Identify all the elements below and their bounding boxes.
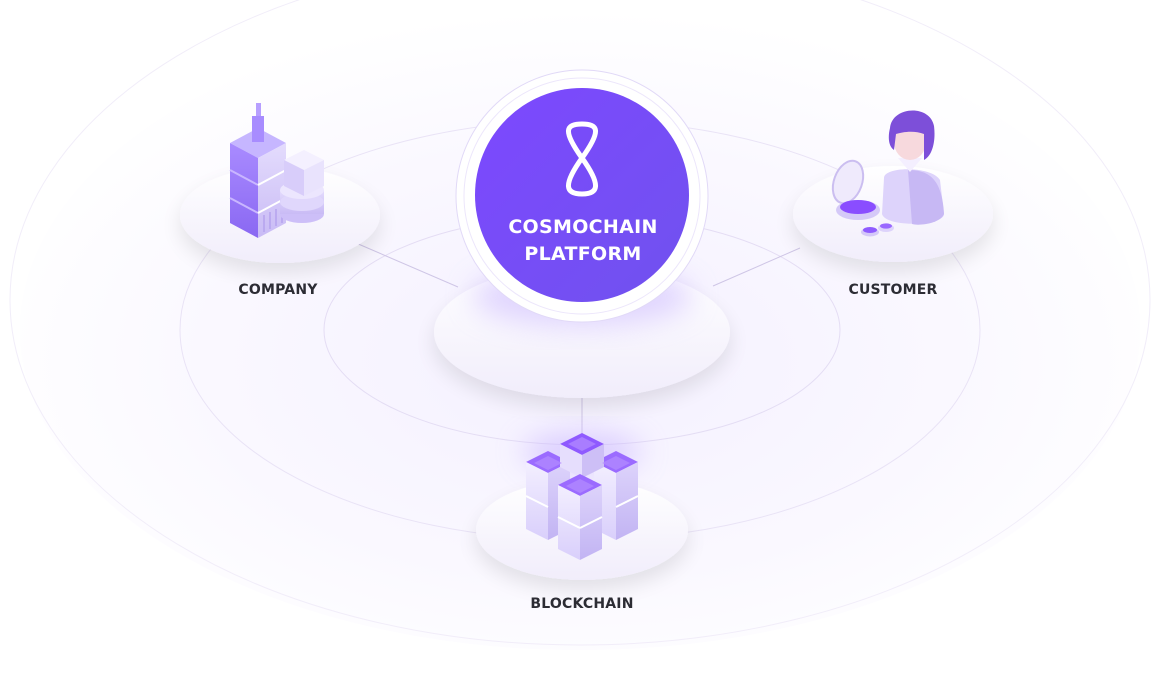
blockchain-label: BLOCKCHAIN [530,596,634,612]
stacked-blocks-icon [525,433,639,560]
blockchain-node [476,432,688,580]
infinity-loop-icon [566,121,598,197]
customer-node [793,110,993,262]
office-building-icon [229,103,324,238]
platform-title-line1: COSMOCHAIN [508,216,658,238]
woman-with-cosmetics-icon [831,110,944,237]
platform-title-line2: PLATFORM [524,243,642,265]
customer-label: CUSTOMER [848,282,938,298]
company-node [180,103,380,263]
platform-title: COSMOCHAIN PLATFORM [476,214,690,268]
connector-lines [355,242,801,438]
company-label: COMPANY [238,282,318,298]
